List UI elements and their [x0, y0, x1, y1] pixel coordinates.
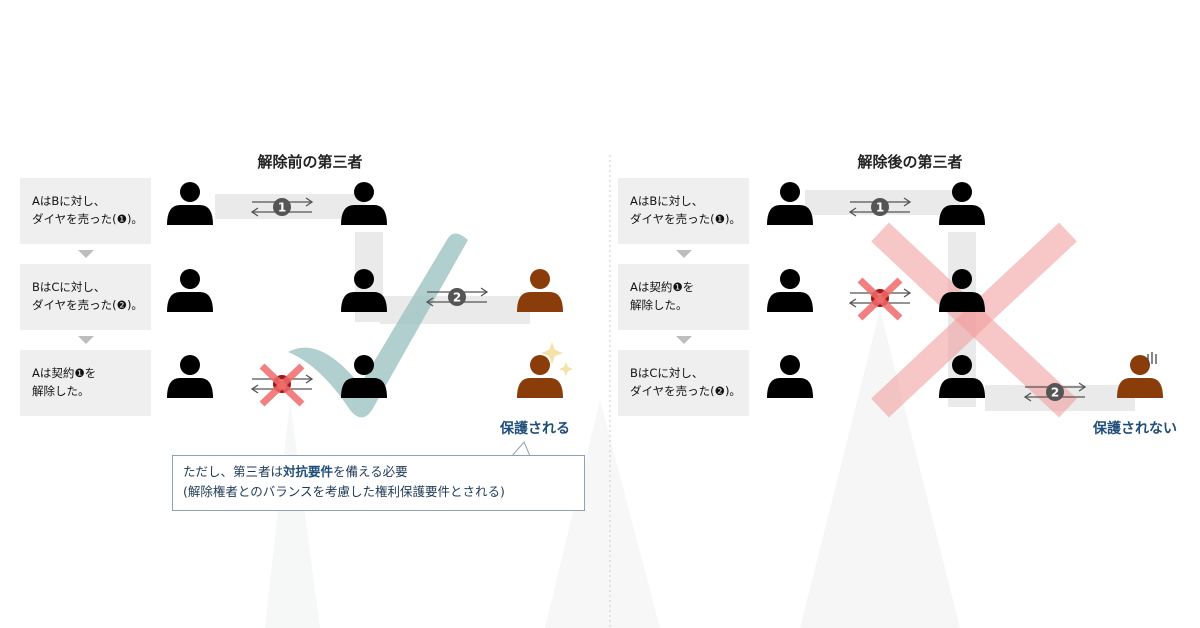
left-result: 保護される [500, 421, 570, 437]
badge-label: 2 [1051, 386, 1059, 400]
right-step-1: AはBに対し、 ダイヤを売った(❶)。 [618, 178, 749, 244]
note-text: ただし、第三者は [183, 464, 284, 479]
sweat-icon [1147, 352, 1157, 364]
person-icon [939, 269, 985, 312]
badge [871, 198, 889, 216]
right-result: 保護されない [1093, 421, 1177, 437]
cross-icon [871, 222, 1077, 418]
step-text: BはCに対し、 [630, 366, 704, 380]
right-step-2: Aは契約❶を 解除した。 [618, 264, 749, 330]
sparkle-icon [541, 342, 563, 364]
step-text: ダイヤを売った(❷)。 [32, 298, 143, 312]
step-text: AはBに対し、 [630, 194, 704, 208]
sparkle-icon [559, 362, 573, 376]
note-emphasis: 対抗要件 [283, 464, 334, 479]
note-line-1: ただし、第三者は対抗要件を備える必要 [183, 462, 574, 482]
person-icon [517, 355, 563, 398]
person-icon [341, 355, 387, 398]
light-beam [545, 400, 660, 628]
check-mark-icon [288, 233, 468, 418]
badge-label: 1 [278, 201, 286, 215]
cross-icon [259, 363, 305, 407]
down-triangle-icon [78, 250, 94, 258]
callout-pointer [510, 441, 531, 457]
person-icon [767, 269, 813, 312]
left-title: 解除前の第三者 [257, 153, 363, 171]
step-text: ダイヤを売った(❶)。 [630, 212, 741, 226]
person-icon [341, 269, 387, 312]
step-text: AはBに対し、 [32, 194, 106, 208]
step-text: Aは契約❶を [32, 366, 97, 380]
note-text: を備える必要 [333, 464, 408, 479]
note-line-2: (解除権者とのバランスを考慮した権利保護要件とされる) [183, 484, 505, 499]
down-triangle-icon [676, 250, 692, 258]
left-step-2: BはCに対し、 ダイヤを売った(❷)。 [20, 264, 151, 330]
person-icon [767, 355, 813, 398]
light-beam [265, 400, 320, 628]
cross-icon [857, 277, 903, 321]
person-icon [939, 355, 985, 398]
badge [448, 288, 466, 306]
step-text: ダイヤを売った(❷)。 [630, 384, 741, 398]
light-beam [800, 310, 960, 628]
person-icon [341, 182, 387, 225]
person-icon [939, 182, 985, 225]
badge [273, 198, 291, 216]
down-triangle-icon [676, 336, 692, 344]
step-text: BはCに対し、 [32, 280, 106, 294]
down-triangle-icon [78, 336, 94, 344]
badge [1046, 383, 1064, 401]
person-icon [517, 269, 563, 312]
left-step-1: AはBに対し、 ダイヤを売った(❶)。 [20, 178, 151, 244]
right-step-3: BはCに対し、 ダイヤを売った(❷)。 [618, 350, 749, 416]
step-text: 解除した。 [630, 298, 688, 312]
step-text: Aは契約❶を [630, 280, 695, 294]
person-icon [167, 182, 213, 225]
step-text: 解除した。 [32, 384, 90, 398]
person-icon [167, 355, 213, 398]
badge-label: 1 [876, 201, 884, 215]
right-title: 解除後の第三者 [857, 153, 963, 171]
step-text: ダイヤを売った(❶)。 [32, 212, 143, 226]
badge-label: 2 [453, 291, 461, 305]
note-callout: ただし、第三者は対抗要件を備える必要 (解除権者とのバランスを考慮した権利保護要… [172, 455, 585, 511]
person-icon [767, 182, 813, 225]
left-step-3: Aは契約❶を 解除した。 [20, 350, 151, 416]
person-icon [167, 269, 213, 312]
